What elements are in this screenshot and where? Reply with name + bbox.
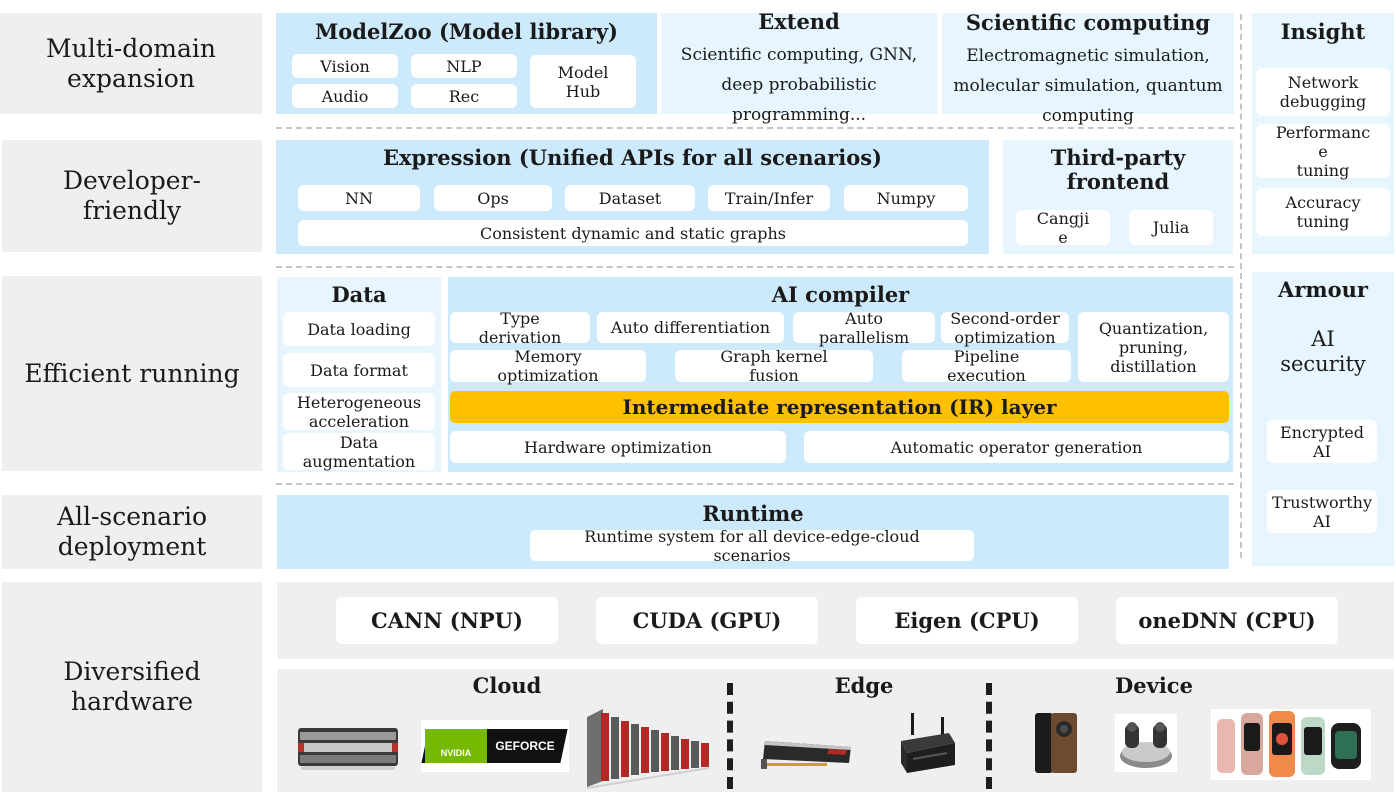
section-edge: Edge <box>834 673 894 698</box>
compiler-memory-optimization: Memory optimization <box>450 347 646 385</box>
modelzoo-audio: Audio <box>292 84 398 108</box>
row-label-multi-domain: Multi-domain expansion <box>0 13 262 114</box>
data-title: Data <box>331 282 387 307</box>
scientific-computing-text: Electromagnetic simulation, molecular si… <box>953 46 1223 126</box>
data-heterogeneous: Heterogeneous acceleration <box>283 393 435 431</box>
ai-compiler-panel: AI compiler Type derivation Auto differe… <box>448 277 1233 472</box>
separator-2 <box>276 266 1234 268</box>
armour-ai-security: AI security <box>1280 327 1366 376</box>
insight-panel: Insight Network debugging Performanc e t… <box>1252 13 1394 254</box>
modelzoo-vision: Vision <box>292 54 398 78</box>
ir-layer: Intermediate representation (IR) layer <box>450 391 1229 423</box>
compiler-auto-differentiation: Auto differentiation <box>597 312 784 343</box>
row-label-all-scenario: All-scenario deployment <box>2 495 262 569</box>
geforce-logo: NVIDIA GEFORCE <box>421 720 569 772</box>
section-cloud: Cloud <box>472 673 542 698</box>
extend-text: Scientific computing, GNN, deep probabil… <box>680 45 918 125</box>
data-format: Data format <box>283 353 435 387</box>
expression-dataset: Dataset <box>565 185 695 211</box>
divider-edge-device <box>986 683 992 789</box>
compiler-type-derivation: Type derivation <box>450 309 590 347</box>
armour-encrypted-ai: Encrypted AI <box>1267 420 1377 463</box>
runtime-text: Runtime system for all device-edge-cloud… <box>530 527 974 565</box>
compiler-quantization: Quantization, pruning, distillation <box>1078 312 1229 382</box>
separator-vertical <box>1240 14 1242 558</box>
compiler-operator-generation: Automatic operator generation <box>804 431 1229 463</box>
third-party-cangjie: Cangji e <box>1016 209 1110 247</box>
compiler-pipeline-execution: Pipeline execution <box>902 347 1071 385</box>
modelzoo-nlp: NLP <box>411 54 517 78</box>
armour-trustworthy-ai: Trustworthy AI <box>1267 490 1377 533</box>
data-panel: Data Data loading Data format Heterogene… <box>277 277 441 472</box>
smartwatches-image <box>1211 709 1371 780</box>
expression-title: Expression (Unified APIs for all scenari… <box>383 145 882 170</box>
backend-cann: CANN (NPU) <box>336 597 558 644</box>
backend-onednn: oneDNN (CPU) <box>1116 597 1338 644</box>
nvidia-logo: NVIDIA <box>425 729 487 763</box>
armour-title: Armour <box>1278 277 1368 302</box>
insight-network-debugging: Network debugging <box>1256 68 1390 116</box>
row-label-developer-friendly: Developer- friendly <box>2 140 262 252</box>
separator-1 <box>276 127 1234 129</box>
modelzoo-hub: Model Hub <box>530 55 636 108</box>
backend-cuda: CUDA (GPU) <box>596 597 818 644</box>
expression-nn: NN <box>298 185 420 211</box>
expression-panel: Expression (Unified APIs for all scenari… <box>276 140 989 254</box>
deployment-panel: Cloud Edge Device NVIDIA GEFORCE <box>277 669 1394 792</box>
separator-3 <box>276 483 1234 485</box>
backend-eigen: Eigen (CPU) <box>856 597 1078 644</box>
third-party-title: Third-party frontend <box>1050 145 1186 194</box>
expression-train-infer: Train/Infer <box>708 185 830 211</box>
backends-panel: CANN (NPU) CUDA (GPU) Eigen (CPU) oneDNN… <box>277 582 1394 659</box>
expression-ops: Ops <box>434 185 552 211</box>
divider-cloud-edge <box>727 683 733 789</box>
expression-graphs: Consistent dynamic and static graphs <box>298 220 968 246</box>
row-label-efficient-running: Efficient running <box>2 276 262 471</box>
runtime-panel: Runtime Runtime system for all device-ed… <box>277 495 1229 569</box>
modelzoo-panel: ModelZoo (Model library) Vision NLP Audi… <box>276 13 657 114</box>
server-image <box>298 728 398 770</box>
scientific-computing-panel: Scientific computing Electromagnetic sim… <box>942 10 1234 126</box>
data-augmentation: Data augmentation <box>283 433 435 471</box>
insight-performance-tuning: Performanc e tuning <box>1256 123 1390 180</box>
runtime-title: Runtime <box>702 501 804 526</box>
insight-accuracy-tuning: Accuracy tuning <box>1256 188 1390 236</box>
insight-title: Insight <box>1280 19 1366 44</box>
section-device: Device <box>1115 673 1193 698</box>
compiler-auto-parallelism: Auto parallelism <box>793 309 935 347</box>
accelerator-card-image <box>761 741 851 769</box>
compiler-hardware-optimization: Hardware optimization <box>450 431 786 463</box>
modelzoo-rec: Rec <box>411 84 517 108</box>
scientific-computing-title: Scientific computing <box>965 10 1211 35</box>
compiler-second-order: Second-order optimization <box>941 309 1069 347</box>
armour-panel: Armour AI security Encrypted AI Trustwor… <box>1252 272 1394 566</box>
modelzoo-title: ModelZoo (Model library) <box>315 19 618 44</box>
server-cluster-image <box>587 709 709 789</box>
earbuds-image <box>1115 714 1177 772</box>
extend-panel: Extend Scientific computing, GNN, deep p… <box>661 9 937 125</box>
expression-numpy: Numpy <box>844 185 968 211</box>
ai-compiler-title: AI compiler <box>771 282 910 307</box>
compiler-graph-kernel-fusion: Graph kernel fusion <box>675 347 873 385</box>
phone-image <box>1035 713 1077 773</box>
third-party-julia: Julia <box>1129 210 1213 245</box>
edge-device-image <box>901 713 955 773</box>
extend-title: Extend <box>758 9 840 34</box>
third-party-panel: Third-party frontend Cangji e Julia <box>1003 140 1233 254</box>
data-loading: Data loading <box>283 312 435 346</box>
row-label-hardware: Diversified hardware <box>2 582 262 792</box>
